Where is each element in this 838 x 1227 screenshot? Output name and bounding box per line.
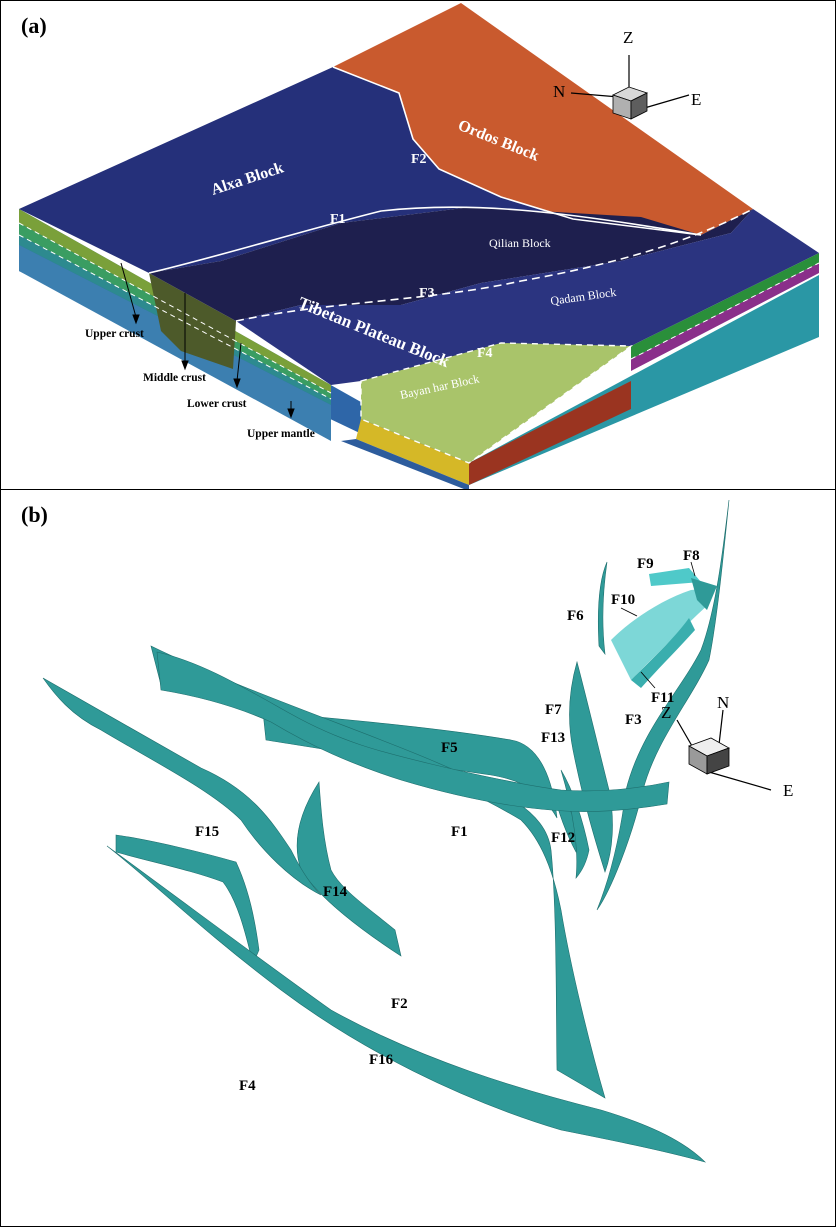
layer-leader-arrows bbox=[120, 262, 295, 419]
right-purple-layer bbox=[631, 263, 819, 371]
fault-label-f5: F5 bbox=[441, 740, 458, 756]
leader-f8 bbox=[690, 561, 696, 577]
fault-f4-label: F4 bbox=[477, 346, 493, 361]
axis-indicator-b: Z N E bbox=[661, 693, 793, 800]
fault-label-f14: F14 bbox=[323, 884, 348, 900]
fault-surface-f14 bbox=[296, 781, 402, 957]
fault-label-f2: F2 bbox=[391, 996, 408, 1012]
qilian-block-surface bbox=[149, 207, 753, 321]
fault-label-f16: F16 bbox=[369, 1052, 394, 1068]
axis-z-label: Z bbox=[623, 28, 633, 47]
fault-f1-label: F1 bbox=[330, 212, 346, 227]
middle-crust-label: Middle crust bbox=[143, 372, 206, 384]
axis-e-label: E bbox=[691, 90, 701, 109]
qilian-block-label: Qilian Block bbox=[489, 236, 551, 250]
fault-label-f10: F10 bbox=[611, 592, 635, 608]
fault-surface-f2 bbox=[106, 845, 707, 1163]
bayan-har-block-surface bbox=[361, 343, 631, 463]
fault-label-f4: F4 bbox=[239, 1078, 256, 1094]
layer-boundary-right bbox=[630, 262, 820, 360]
bayan-front-red bbox=[469, 381, 631, 485]
fault-f2-label: F2 bbox=[411, 152, 427, 167]
fault-surface-f10 bbox=[611, 589, 711, 680]
axis-n-label: N bbox=[553, 82, 565, 101]
fault-label-f13: F13 bbox=[541, 730, 565, 746]
block-model-diagram: Z N E (a) Alxa Block Ordos Block Qilian … bbox=[18, 3, 820, 489]
fault-surface-f6 bbox=[597, 561, 608, 656]
fault-cluster-f8-f11 bbox=[611, 568, 717, 688]
fault-label-f3: F3 bbox=[625, 712, 642, 728]
fault-surface-f11 bbox=[631, 618, 695, 688]
fault-line-f3 bbox=[235, 208, 754, 322]
fault-line-f2 bbox=[332, 66, 702, 236]
panel-b-label: (b) bbox=[21, 502, 48, 527]
right-green-layer bbox=[631, 253, 819, 359]
fault-label-f11: F11 bbox=[651, 690, 674, 706]
fault-surfaces bbox=[42, 499, 730, 1163]
fault-f3-label: F3 bbox=[419, 286, 435, 301]
qadam-tibetan-surface bbox=[236, 209, 819, 385]
fault-line-f1 bbox=[148, 206, 702, 274]
leader-f11 bbox=[640, 671, 656, 689]
fault-label-f12: F12 bbox=[551, 830, 575, 846]
fault-label-f15: F15 bbox=[195, 824, 219, 840]
fault-labels: F1 F2 F3 F4 F5 F6 F7 F8 F9 F10 F11 F12 F… bbox=[195, 548, 700, 1094]
bayan-front-yellow bbox=[356, 419, 469, 485]
axis-z-label-b: Z bbox=[661, 703, 671, 722]
front-blue-layer bbox=[341, 439, 469, 489]
fault-label-f7: F7 bbox=[545, 702, 562, 718]
ordos-block-surface bbox=[333, 3, 753, 235]
layer-boundary-2 bbox=[18, 234, 332, 400]
fault-surface-f4 bbox=[42, 677, 322, 896]
fault-line-f4 bbox=[360, 342, 634, 464]
upper-mantle-label: Upper mantle bbox=[247, 428, 315, 440]
panel-b: Z N E (b) F1 F2 F3 F4 F5 F6 F7 F8 F9 F10… bbox=[0, 489, 836, 1227]
alxa-block-surface bbox=[19, 67, 701, 273]
fault-label-f1: F1 bbox=[451, 824, 468, 840]
fault-surface-f8 bbox=[691, 578, 717, 610]
fault-label-f9: F9 bbox=[637, 556, 654, 572]
panel-a-label: (a) bbox=[21, 13, 47, 38]
fault-surface-f7 bbox=[569, 660, 613, 873]
fault-surfaces-diagram: Z N E (b) F1 F2 F3 F4 F5 F6 F7 F8 F9 F10… bbox=[21, 499, 793, 1163]
fault-label-f6: F6 bbox=[567, 608, 584, 624]
fault-surface-f9 bbox=[649, 568, 701, 586]
leader-f10 bbox=[620, 607, 638, 617]
middle-crust-wedge bbox=[149, 273, 236, 369]
fault-label-f8: F8 bbox=[683, 548, 700, 564]
axis-indicator-a: Z N E bbox=[553, 28, 701, 120]
lower-crust-label: Lower crust bbox=[187, 398, 247, 410]
axis-e-label-b: E bbox=[783, 781, 793, 800]
panel-a: Z N E (a) Alxa Block Ordos Block Qilian … bbox=[0, 0, 836, 490]
upper-crust-label: Upper crust bbox=[85, 328, 144, 340]
fault-surface-f16 bbox=[156, 651, 670, 812]
axis-n-label-b: N bbox=[717, 693, 729, 712]
